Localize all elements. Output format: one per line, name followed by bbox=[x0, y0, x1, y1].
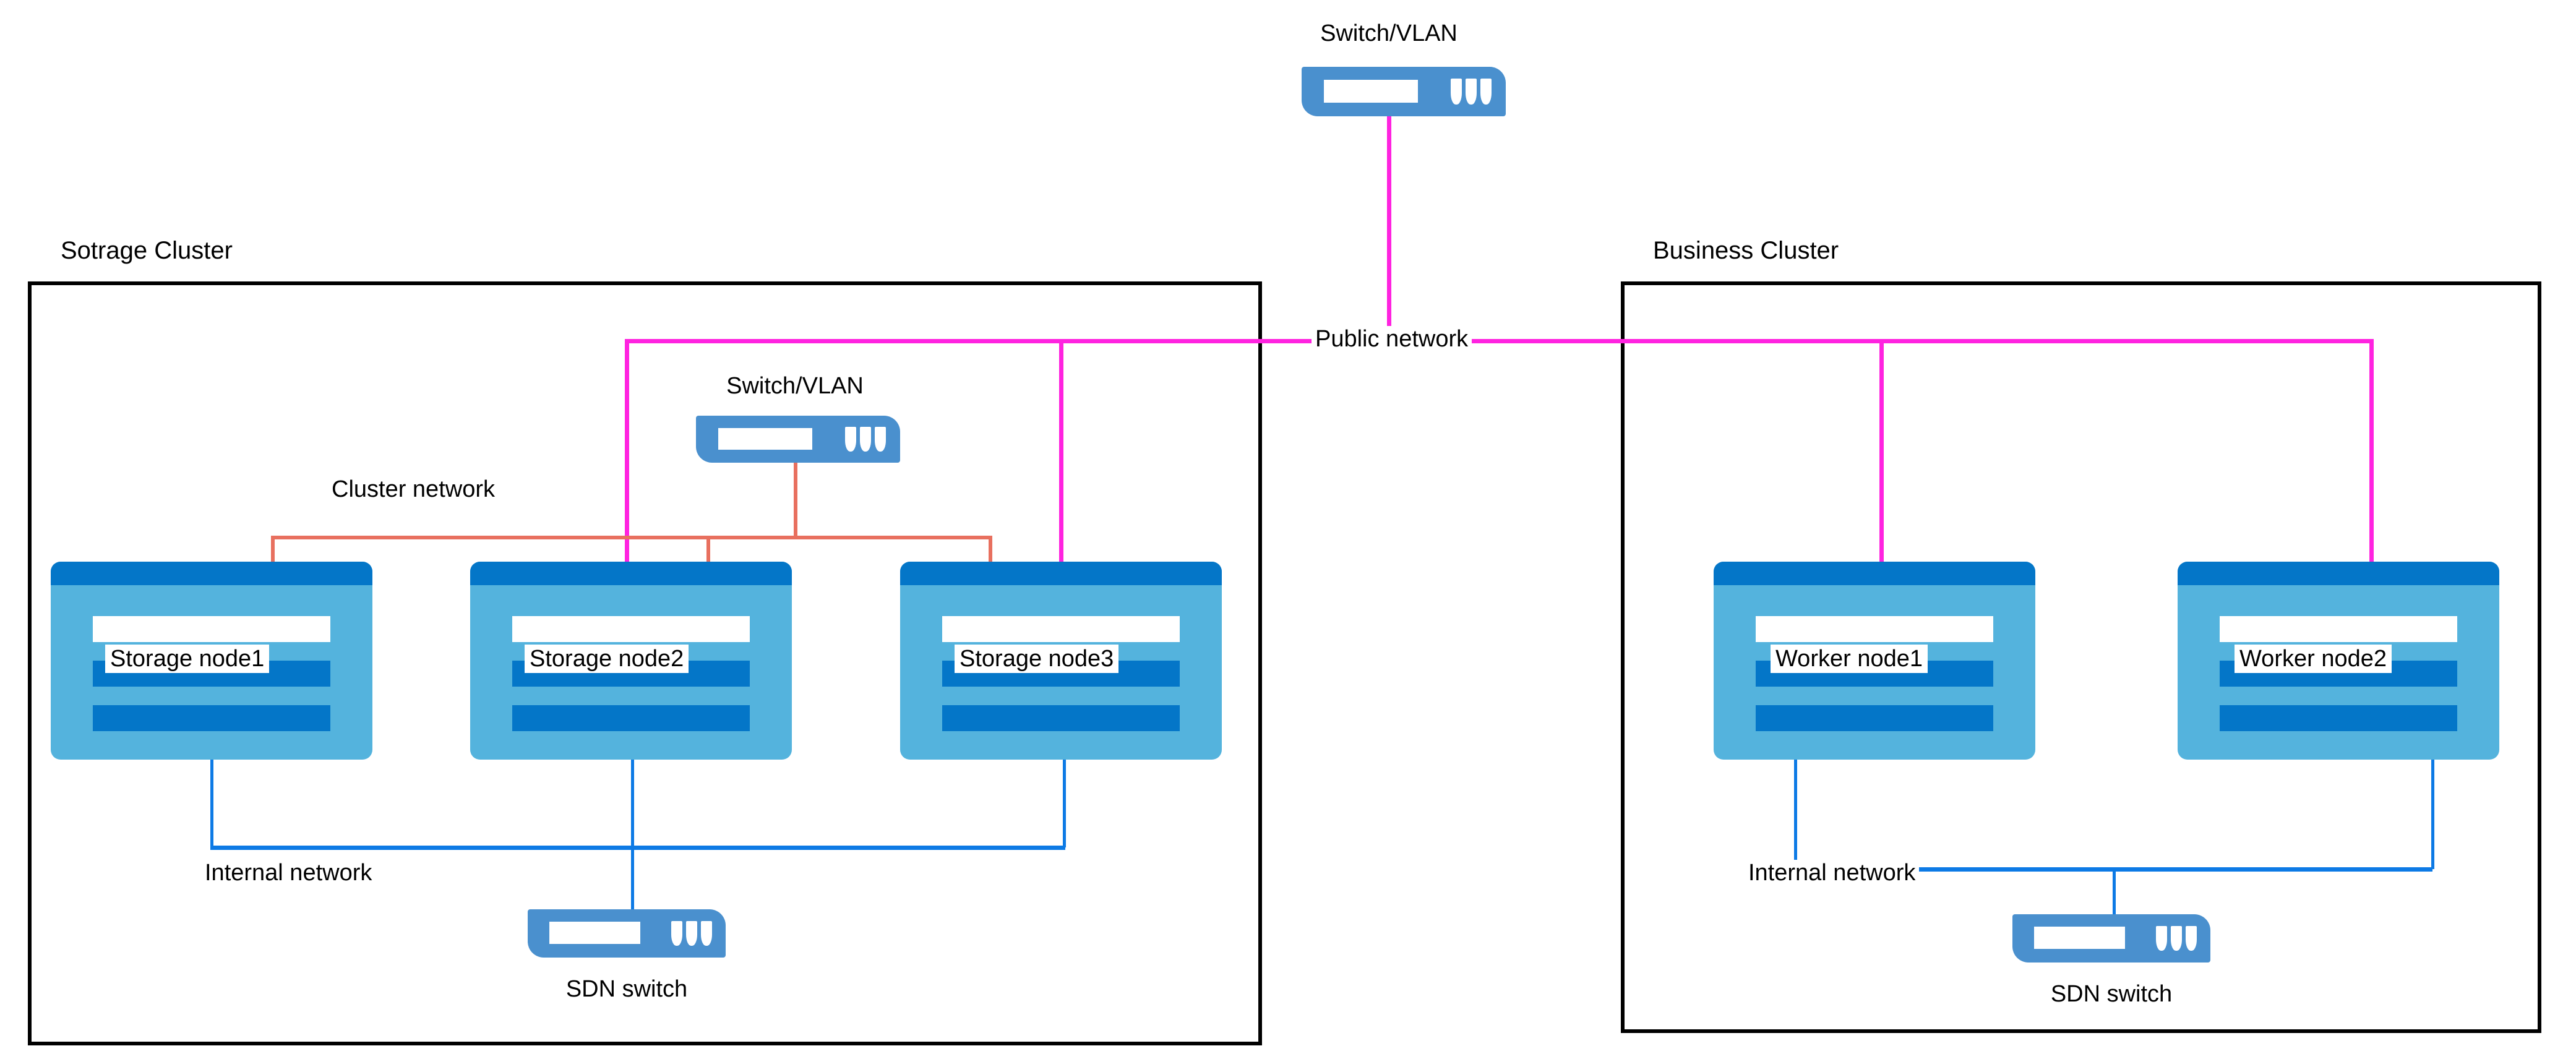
business-cluster-box bbox=[1621, 281, 2541, 1033]
storage-cluster-box bbox=[28, 281, 1262, 1045]
switch-port-icon bbox=[700, 920, 712, 946]
storage-vlan-switch-icon[interactable] bbox=[696, 416, 900, 463]
switch-port-icon bbox=[874, 427, 886, 452]
switch-port-icon bbox=[2185, 925, 2197, 951]
public-network-bus bbox=[625, 339, 2372, 343]
switch-port-icon bbox=[685, 920, 697, 946]
public-network-drop-worker-node1 bbox=[1879, 339, 1884, 564]
switch-panel bbox=[549, 922, 641, 945]
storage-internal-network-bus bbox=[210, 846, 1065, 850]
server-header bbox=[1714, 562, 2035, 585]
storage-node2-label: Storage node2 bbox=[525, 645, 689, 673]
storage-cluster-title: Sotrage Cluster bbox=[61, 237, 233, 264]
storage-internal-drop-node3 bbox=[1063, 760, 1066, 847]
public-network-label: Public network bbox=[1312, 326, 1472, 352]
worker-node1-label: Worker node1 bbox=[1771, 645, 1928, 673]
server-slot-white bbox=[2219, 616, 2458, 642]
business-internal-drop-worker-node2 bbox=[2431, 760, 2434, 869]
server-slot-blue bbox=[1755, 705, 1994, 731]
switch-port-icon bbox=[1465, 79, 1477, 105]
switch-port-icon bbox=[2155, 925, 2167, 951]
switch-ports bbox=[671, 920, 712, 946]
top-switch-label: Switch/VLAN bbox=[1320, 20, 1458, 46]
worker-node2-icon[interactable] bbox=[2178, 562, 2499, 760]
switch-port-icon bbox=[859, 427, 871, 452]
public-network-drop-storage-node2 bbox=[625, 339, 629, 564]
switch-ports bbox=[2155, 925, 2197, 951]
switch-port-icon bbox=[844, 427, 856, 452]
server-slot-blue bbox=[512, 705, 750, 731]
worker-node2-label: Worker node2 bbox=[2235, 645, 2392, 673]
public-network-drop-worker-node2 bbox=[2369, 339, 2374, 564]
server-slot-blue bbox=[2219, 705, 2458, 731]
server-header bbox=[2178, 562, 2499, 585]
server-slot-white bbox=[1755, 616, 1994, 642]
cluster-network-drop-storage-node2 bbox=[706, 536, 710, 564]
switch-panel bbox=[1324, 79, 1419, 103]
business-cluster-title: Business Cluster bbox=[1653, 237, 1839, 264]
storage-vlan-switch-label: Switch/VLAN bbox=[726, 373, 864, 399]
cluster-network-bus bbox=[271, 536, 989, 539]
switch-ports bbox=[1450, 79, 1492, 105]
storage-node2-icon[interactable] bbox=[470, 562, 792, 760]
business-sdn-switch-icon[interactable] bbox=[2012, 914, 2210, 963]
server-header bbox=[900, 562, 1222, 585]
storage-sdn-switch-icon[interactable] bbox=[528, 909, 726, 958]
storage-internal-drop-sdn-switch bbox=[631, 846, 634, 915]
switch-port-icon bbox=[1450, 79, 1462, 105]
server-header bbox=[51, 562, 372, 585]
business-internal-drop-worker-node1 bbox=[1794, 760, 1797, 869]
switch-panel bbox=[2034, 927, 2126, 950]
business-internal-network-label: Internal network bbox=[1745, 860, 1920, 886]
storage-internal-network-label: Internal network bbox=[201, 860, 376, 886]
cluster-network-switch-drop bbox=[794, 461, 797, 537]
server-slot-white bbox=[92, 616, 331, 642]
cluster-network-drop-storage-node3 bbox=[989, 536, 992, 564]
storage-internal-drop-node1 bbox=[210, 760, 213, 847]
switch-panel bbox=[718, 427, 813, 450]
switch-port-icon bbox=[671, 920, 682, 946]
switch-port-icon bbox=[2170, 925, 2182, 951]
cluster-network-label: Cluster network bbox=[328, 476, 499, 502]
business-sdn-switch-label: SDN switch bbox=[2050, 981, 2173, 1007]
storage-sdn-switch-label: SDN switch bbox=[565, 976, 688, 1002]
server-slot-white bbox=[512, 616, 750, 642]
server-slot-white bbox=[942, 616, 1180, 642]
top-switch-icon[interactable] bbox=[1302, 67, 1506, 116]
server-slot-blue bbox=[942, 705, 1180, 731]
business-internal-drop-sdn-switch bbox=[2113, 867, 2116, 917]
storage-node1-label: Storage node1 bbox=[105, 645, 270, 673]
switch-port-icon bbox=[1480, 79, 1492, 105]
storage-internal-drop-node2 bbox=[631, 760, 634, 847]
public-network-drop-storage-node3 bbox=[1059, 339, 1063, 564]
server-slot-blue bbox=[92, 705, 331, 731]
cluster-network-drop-storage-node1 bbox=[271, 536, 275, 564]
switch-ports bbox=[844, 427, 886, 452]
public-network-switch-drop bbox=[1387, 114, 1391, 340]
server-header bbox=[470, 562, 792, 585]
storage-node3-label: Storage node3 bbox=[955, 645, 1119, 673]
